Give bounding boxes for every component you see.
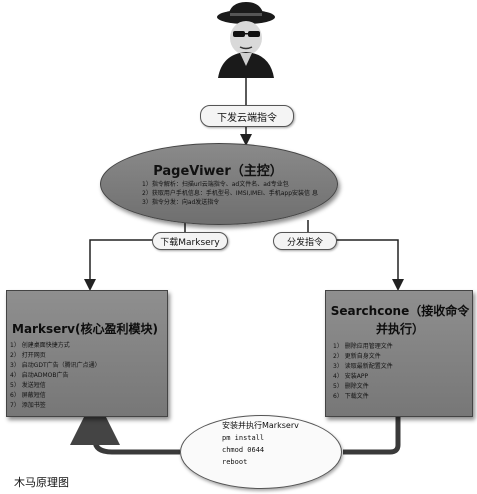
main-line: 3）指令分发：向ad发送指令	[142, 199, 220, 206]
main-controller-node	[100, 143, 338, 225]
list-item: 7） 添加书签	[10, 402, 46, 409]
connector-to-left	[84, 220, 186, 291]
list-item: 2） 打开网页	[10, 352, 46, 359]
connector-right-to-bottom	[343, 416, 401, 455]
list-item: 6） 屏蔽短信	[10, 392, 46, 399]
figure-caption: 木马原理图	[14, 476, 69, 489]
command-line: reboot	[222, 458, 248, 466]
list-item: 3） 启动GDT广告（腾讯广点通）	[10, 362, 101, 369]
install-execute-title: 安装并执行Markserv	[222, 421, 299, 430]
markserv-module-box	[6, 290, 168, 417]
list-item: 4） 安装APP	[333, 373, 369, 380]
main-line: 2）获取用户手机信息：手机型号、IMSI,IMEI、手机app安装信 息	[142, 190, 318, 197]
markserv-title: Markserv(核心盈利模块)	[12, 322, 158, 336]
command-line: chmod 0644	[222, 446, 265, 454]
searchcone-feature-list: 1） 删除应用管理文件 2） 更新自身文件 3） 读取最新配置文件 4） 安装A…	[333, 342, 393, 402]
install-execute-text: 安装并执行Markserv pm install chmod 0644 rebo…	[222, 420, 332, 468]
list-item: 1） 删除应用管理文件	[333, 343, 393, 350]
issue-command-label: 下发云端指令	[200, 105, 294, 127]
searchcone-title-line2: 并执行）	[375, 322, 424, 336]
main-line: 1）指令解析：扫描url云端指令、ad文件名、ad专业包	[142, 181, 289, 188]
markserv-feature-list: 1） 创建桌面快捷方式 2） 打开网页 3） 启动GDT广告（腾讯广点通） 4）…	[10, 341, 101, 411]
download-markserv-label: 下载Marksery	[152, 232, 228, 250]
connector-bottom-to-left	[70, 395, 180, 455]
list-item: 4） 启动ADMOB广告	[10, 372, 69, 379]
dispatch-command-label: 分发指令	[273, 232, 337, 250]
list-item: 2） 更新自身文件	[333, 353, 381, 360]
searchcone-module-box	[325, 290, 473, 417]
install-execute-node	[180, 415, 342, 489]
main-description: 1）指令解析：扫描url云端指令、ad文件名、ad专业包 2）获取用户手机信息：…	[142, 180, 322, 207]
list-item: 3） 读取最新配置文件	[333, 363, 393, 370]
main-title: PageViwer（主控）	[153, 164, 283, 179]
searchcone-title: Searchcone（接收命令 并执行）	[330, 302, 470, 338]
list-item: 1） 创建桌面快捷方式	[10, 342, 70, 349]
list-item: 5） 发送短信	[10, 382, 46, 389]
list-item: 6） 下载文件	[333, 393, 369, 400]
list-item: 5） 删除文件	[333, 383, 369, 390]
connector-to-right	[307, 220, 404, 291]
command-line: pm install	[222, 434, 265, 442]
searchcone-title-line1: Searchcone（接收命令	[330, 304, 470, 318]
